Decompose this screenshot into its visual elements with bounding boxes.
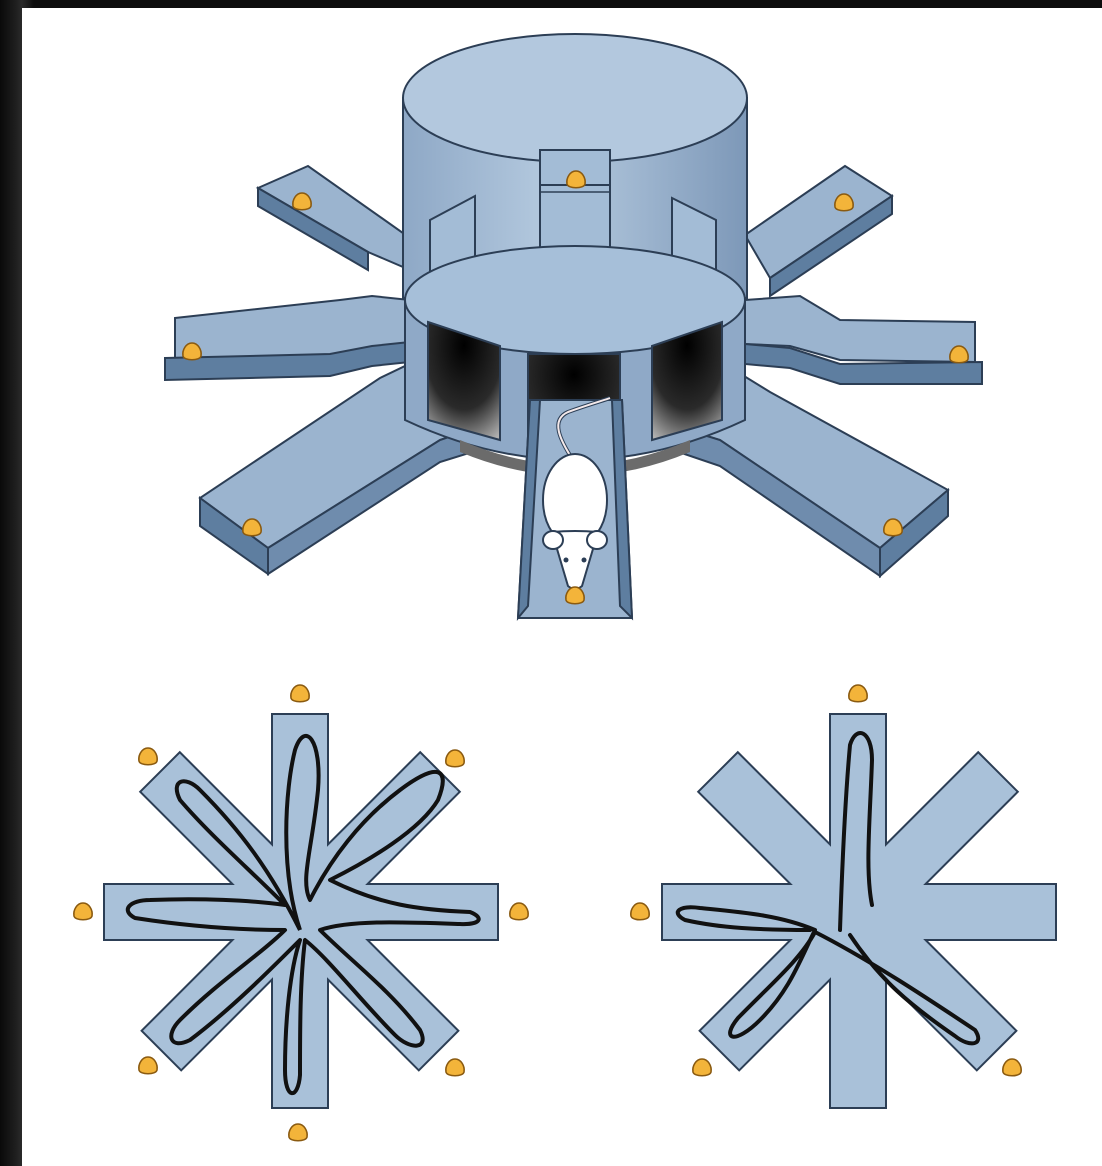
arm-left bbox=[164, 294, 411, 382]
maze-top-view-left bbox=[73, 684, 529, 1142]
food-pellet-icon bbox=[848, 684, 868, 703]
trajectory-path bbox=[125, 734, 481, 1096]
food-pellet-icon bbox=[445, 1058, 465, 1077]
food-pellet-icon bbox=[883, 518, 903, 537]
food-pellet-icon bbox=[242, 518, 262, 537]
food-pellet-icon bbox=[292, 192, 312, 211]
food-pellet-icon bbox=[692, 1058, 712, 1077]
rat-icon bbox=[542, 396, 611, 605]
food-pellet-icon bbox=[509, 902, 529, 921]
food-pellet-icon bbox=[1002, 1058, 1022, 1077]
food-pellet-icon bbox=[138, 747, 158, 766]
trajectory-path bbox=[675, 731, 981, 1046]
food-pellet-icon bbox=[182, 342, 202, 361]
food-pellet-icon bbox=[834, 193, 854, 212]
food-pellet-icon bbox=[630, 902, 650, 921]
food-pellet-icon bbox=[138, 1056, 158, 1075]
arm-right bbox=[744, 294, 983, 385]
maze-top-view-right bbox=[630, 684, 1057, 1109]
arm-back-left bbox=[255, 164, 411, 272]
food-pellet-icon bbox=[566, 170, 586, 189]
food-pellet-icon bbox=[565, 586, 585, 605]
maze-3d-panel bbox=[164, 33, 983, 621]
arm-back-right bbox=[743, 164, 894, 298]
food-pellet-icon bbox=[290, 684, 310, 703]
food-pellet-icon bbox=[445, 749, 465, 768]
food-pellet-icon bbox=[949, 345, 969, 364]
food-pellet-icon bbox=[73, 902, 93, 921]
food-pellet-icon bbox=[288, 1123, 308, 1142]
